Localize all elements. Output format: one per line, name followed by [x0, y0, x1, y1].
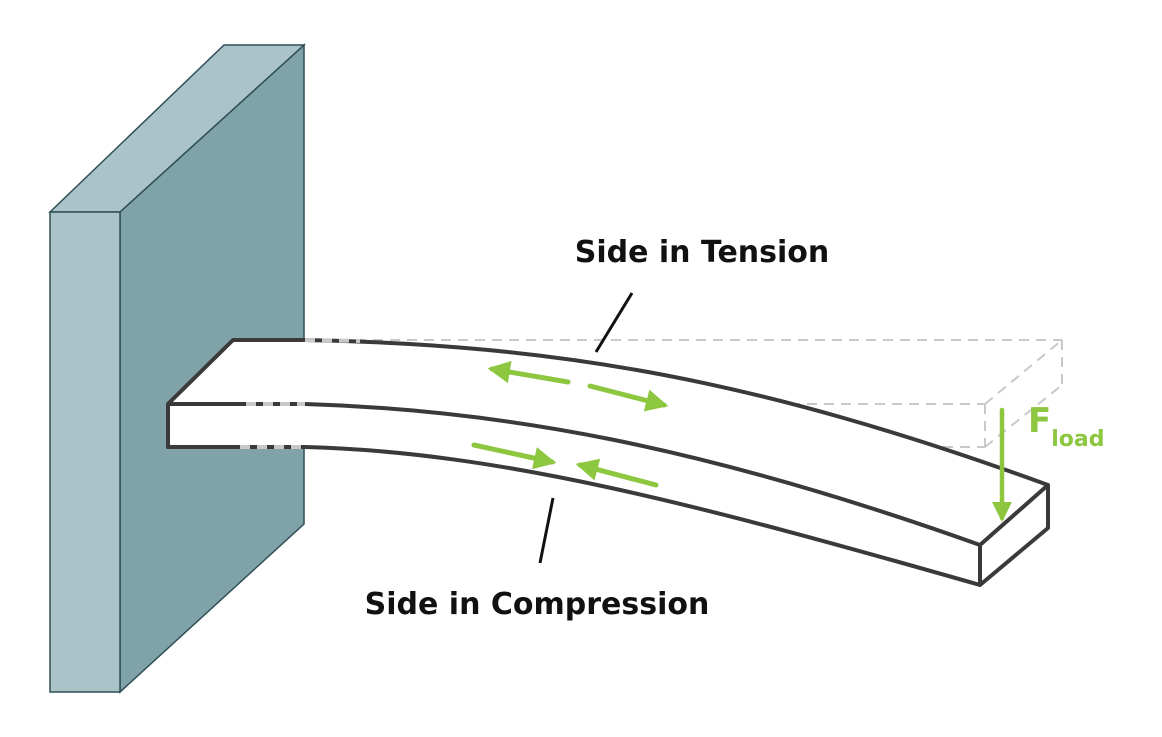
force-label: Fload	[1028, 401, 1104, 452]
compression-arrow-right	[575, 458, 659, 488]
beam-right-end	[978, 483, 1050, 587]
beam-end-face	[980, 485, 1048, 585]
tension-arrow-left	[487, 360, 571, 385]
compression-label: Side in Compression	[365, 587, 710, 622]
tension-arrows	[487, 360, 669, 412]
compression-leader-line	[538, 497, 555, 564]
beam-front-bottom-edge	[304, 445, 981, 587]
beam-back-edge	[304, 338, 1049, 487]
tension-label: Side in Tension	[575, 235, 830, 270]
tension-arrow-right	[587, 383, 669, 412]
compression-arrows	[471, 442, 659, 488]
tension-leader-line	[594, 292, 634, 353]
force-symbol: F	[1028, 401, 1051, 441]
wall-front-face	[49, 211, 121, 693]
compression-arrow-left	[471, 442, 557, 470]
beam-front-top-edge	[304, 402, 981, 547]
force-subscript: load	[1051, 427, 1104, 452]
deflected-beam	[166, 338, 1050, 587]
load-arrow: Fload	[991, 401, 1104, 523]
